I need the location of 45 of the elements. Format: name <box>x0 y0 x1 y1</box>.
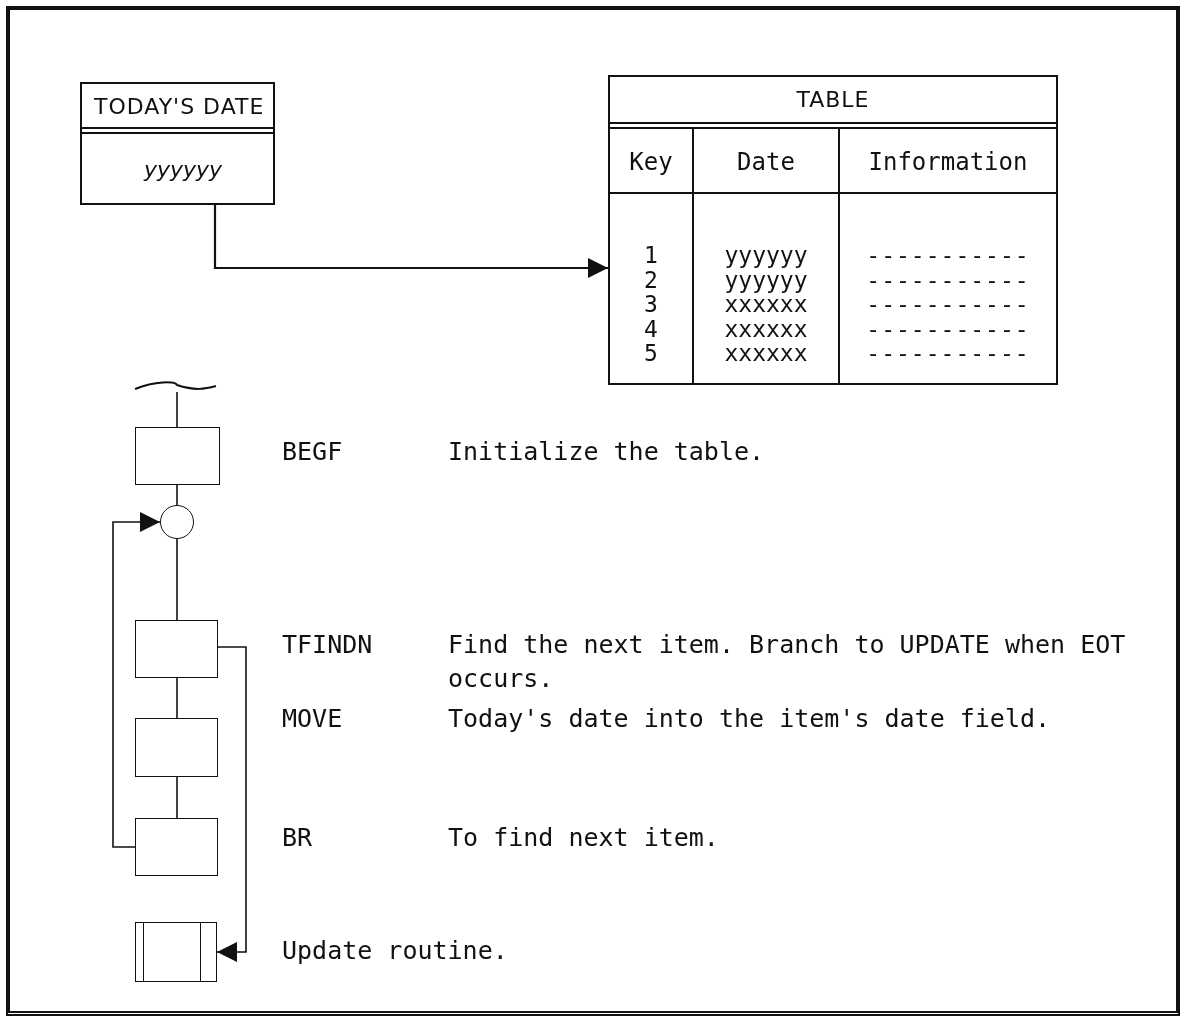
process-box <box>135 427 220 485</box>
date-value: yyyyyy <box>723 243 809 267</box>
instruction-description: Today's date into the item's date field. <box>448 703 1052 735</box>
connector-line <box>176 776 178 819</box>
data-box <box>80 82 275 205</box>
table-panel <box>608 75 1058 385</box>
placeholder-dashes: ----------- <box>865 341 1031 365</box>
key-number: 2 <box>643 267 659 292</box>
date-value: yyyyyy <box>144 156 223 184</box>
placeholder-dashes: ----------- <box>865 267 1031 292</box>
arrow <box>112 512 161 848</box>
instruction-description: TFINDN <box>282 630 373 660</box>
instruction-description: Initialize the table. <box>448 436 766 468</box>
placeholder-dashes: ----------- <box>865 292 1031 316</box>
instruction-description: Update routine. <box>282 936 508 966</box>
key-number: 3 <box>643 292 659 316</box>
date-value: xxxxxx <box>723 341 809 365</box>
key-number: 5 <box>643 341 659 365</box>
process-box <box>135 718 218 777</box>
process-box <box>135 818 218 876</box>
connector-line <box>176 538 178 621</box>
instruction-description: Find the next item. Branch to UPDATE when EOT occurs. <box>448 629 1127 695</box>
arrow <box>216 646 247 962</box>
instruction-description: BEGF <box>282 437 343 467</box>
arrow <box>213 205 608 278</box>
key-number: 1 <box>643 243 659 267</box>
column-header: Key <box>628 147 674 177</box>
placeholder-dashes: ----------- <box>865 316 1031 341</box>
instruction-description: BR <box>282 823 313 853</box>
box-heading: TODAY'S DATE <box>94 93 265 121</box>
predefined-process-box <box>135 922 217 982</box>
date-value: xxxxxx <box>723 316 809 341</box>
connector-line <box>176 484 178 506</box>
column-header: Date <box>736 147 796 177</box>
table-heading: TABLE <box>795 86 871 114</box>
process-box <box>135 620 218 678</box>
instruction-description: MOVE <box>282 704 343 734</box>
key-number: 4 <box>643 316 659 341</box>
connector-line <box>176 677 178 719</box>
instruction-description: To find next item. <box>448 822 720 854</box>
date-value: xxxxxx <box>723 292 809 316</box>
column-header: Information <box>867 147 1029 177</box>
date-value: yyyyyy <box>723 267 809 292</box>
placeholder-dashes: ----------- <box>865 243 1031 267</box>
connector-line <box>176 391 178 428</box>
